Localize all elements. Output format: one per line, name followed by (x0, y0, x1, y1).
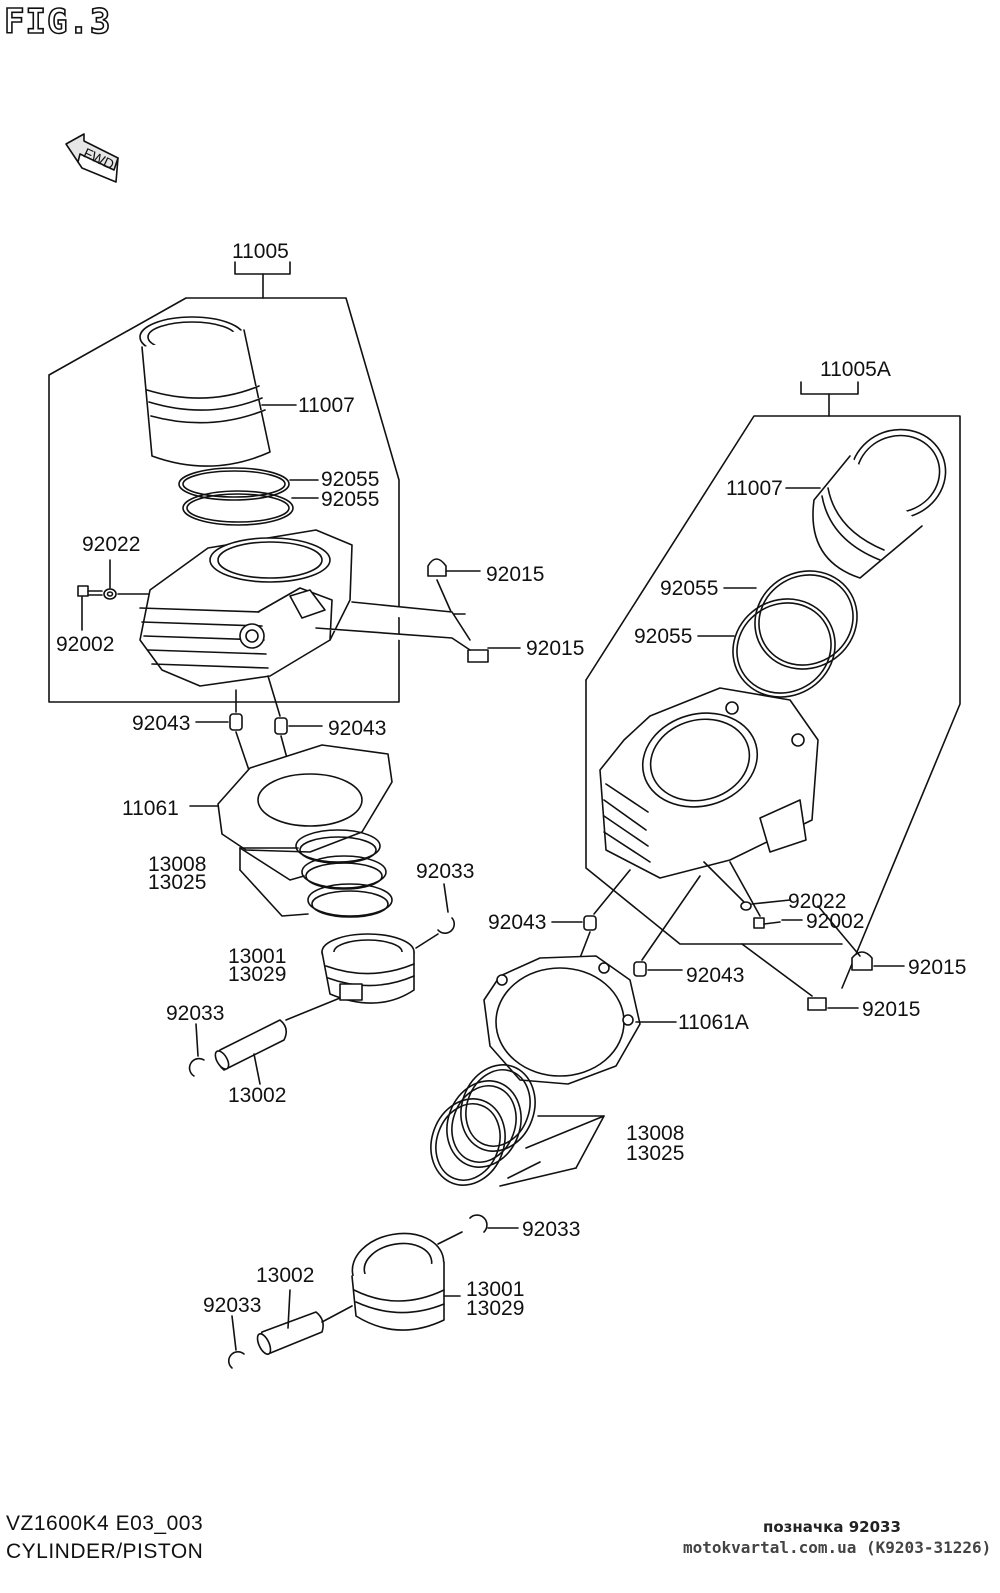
label-rear-oring-1: 92055 (660, 577, 719, 600)
label-front-piston-a: 13001 (228, 945, 287, 968)
label-rear-nut-1: 92015 (908, 956, 967, 979)
front-assy-bracket (48, 261, 400, 703)
label-rear-ring-set-b: 13025 (626, 1142, 685, 1165)
label-rear-sleeve: 11007 (726, 477, 783, 500)
label-rear-bolt: 92002 (806, 910, 865, 933)
front-bolt (77, 585, 103, 631)
front-dowels (195, 675, 323, 789)
fwd-arrow-icon: FWD (65, 133, 119, 183)
rear-piston (351, 1232, 461, 1331)
watermark-note: позначка 92033 (763, 1518, 901, 1536)
figure-title: FIG.3 (3, 1, 112, 43)
label-rear-assy: 11005A (820, 358, 891, 381)
rear-cylinder-sleeve (785, 428, 947, 579)
label-rear-ring-set-a: 13008 (626, 1122, 685, 1145)
label-rear-piston-a: 13001 (466, 1278, 525, 1301)
label-rear-piston-b: 13029 (466, 1297, 525, 1320)
label-front-oring-2: 92055 (321, 488, 380, 511)
label-front-dowel-right: 92043 (328, 717, 387, 740)
label-front-sleeve: 11007 (298, 394, 355, 417)
front-cap-nut-2 (315, 601, 521, 663)
rear-o-rings (697, 570, 858, 698)
label-front-washer: 92022 (82, 533, 141, 556)
fwd-label: FWD (81, 145, 117, 173)
model-code: VZ1600K4 E03_003 (6, 1512, 204, 1535)
label-front-ring-set-a: 13008 (148, 853, 207, 876)
label-front-oring-1: 92055 (321, 468, 380, 491)
rear-piston-pin (256, 1289, 353, 1355)
label-front-dowel-left: 92043 (132, 712, 191, 735)
rear-circlip-left (228, 1315, 245, 1369)
label-rear-circlip-right: 92033 (522, 1218, 581, 1241)
front-circlip-right (415, 883, 455, 949)
label-front-piston-b: 13029 (228, 963, 287, 986)
front-piston-rings (239, 829, 393, 918)
label-front-circlip-right: 92033 (416, 860, 475, 883)
label-front-nut-2: 92015 (526, 637, 585, 660)
front-piston-pin (214, 997, 341, 1085)
label-front-assy: 11005 (232, 240, 289, 263)
front-piston (321, 933, 415, 1004)
front-o-rings (178, 467, 319, 526)
section-name: CYLINDER/PISTON (6, 1540, 204, 1563)
rear-base-gasket (483, 955, 677, 1085)
label-front-gasket: 11061 (122, 797, 179, 820)
rear-cap-nut-2 (741, 943, 859, 1011)
label-front-circlip-left: 92033 (166, 1002, 225, 1025)
rear-washer (703, 861, 791, 911)
rear-cap-nut-1 (817, 905, 905, 971)
rear-piston-rings (430, 1064, 605, 1187)
rear-cylinder-block (599, 687, 819, 879)
front-washer (103, 559, 117, 600)
rear-circlip-right (437, 1214, 519, 1245)
front-circlip-left (188, 1023, 205, 1077)
front-cylinder-block (139, 529, 353, 687)
front-cap-nut-1 (427, 558, 481, 615)
front-base-gasket (189, 744, 393, 853)
label-rear-washer: 92022 (788, 890, 847, 913)
label-rear-dowel-left: 92043 (488, 911, 547, 934)
front-cylinder-sleeve (139, 316, 297, 467)
label-rear-pin: 13002 (256, 1264, 315, 1287)
label-rear-dowel-right: 92043 (686, 964, 745, 987)
label-front-pin: 13002 (228, 1084, 287, 1107)
watermark-site: motokvartal.com.ua (K9203-31226) (683, 1538, 992, 1557)
label-front-nut-1: 92015 (486, 563, 545, 586)
label-rear-gasket: 11061A (678, 1011, 749, 1034)
rear-assy-bracket (585, 381, 961, 989)
label-front-bolt: 92002 (56, 633, 115, 656)
label-rear-circlip-left: 92033 (203, 1294, 262, 1317)
label-rear-nut-2: 92015 (862, 998, 921, 1021)
label-front-ring-set-b: 13025 (148, 871, 207, 894)
label-rear-oring-2: 92055 (634, 625, 693, 648)
rear-bolt (729, 861, 803, 929)
